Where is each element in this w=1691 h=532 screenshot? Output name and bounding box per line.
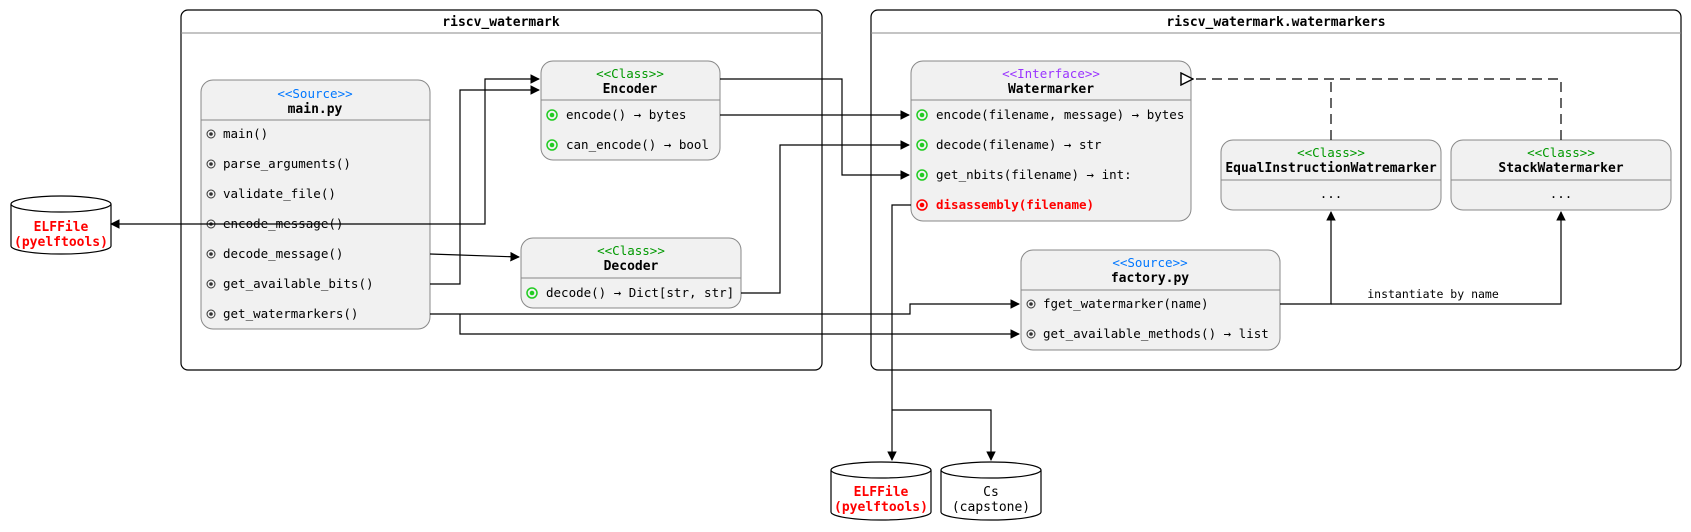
- method-label: validate_file(): [223, 186, 336, 201]
- stereotype-label: <<Class>>: [1297, 145, 1365, 160]
- edge-label-instantiate: instantiate by name: [1367, 287, 1499, 301]
- public-method-icon: [546, 109, 558, 121]
- class-name: Encoder: [603, 82, 658, 97]
- edge-stack-realization: [1193, 79, 1562, 140]
- method-label: encode(filename, message) → bytes: [936, 107, 1184, 122]
- edge-disassembly-to-capstone: [892, 409, 996, 461]
- database-name: ELFFile: [854, 485, 909, 500]
- method-label: decode(filename) → str: [936, 137, 1102, 152]
- class-body: ...: [1550, 186, 1573, 201]
- method-icon: [206, 249, 216, 259]
- method-label: get_watermarkers(): [223, 306, 358, 321]
- database-library: (pyelftools): [14, 235, 108, 250]
- edge-get-watermarkers-to-factory: [430, 299, 1020, 315]
- method-encode: encode() → bytes: [546, 107, 686, 122]
- class-body: ...: [1320, 186, 1343, 201]
- elffile-database-left: ELFFile (pyelftools): [10, 195, 112, 255]
- class-name: EqualInstructionWatremarker: [1225, 161, 1436, 176]
- class-name: factory.py: [1111, 271, 1189, 286]
- method-label: disassembly(filename): [936, 197, 1094, 212]
- method-icon: [206, 189, 216, 199]
- method-label: decode_message(): [223, 246, 343, 261]
- equal-instruction-watermarker-box[interactable]: <<Class>> EqualInstructionWatremarker ..…: [1220, 139, 1442, 211]
- stereotype-label: <<Source>>: [1112, 255, 1187, 270]
- class-name: Decoder: [604, 259, 659, 274]
- method-decode-filename: decode(filename) → str: [916, 137, 1102, 152]
- method-label: parse_arguments(): [223, 156, 351, 171]
- edge-factory-to-stack: [1331, 211, 1566, 305]
- edge-get-available-bits-to-encoder: [430, 85, 540, 285]
- database-name: ELFFile: [34, 220, 89, 235]
- watermarker-interface-box[interactable]: <<Interface>> Watermarker encode(filenam…: [910, 60, 1192, 222]
- method-label: can_encode() → bool: [566, 137, 709, 152]
- package-title: riscv_watermark: [442, 15, 560, 30]
- edge-encode-message-to-encoder: [430, 74, 540, 225]
- database-library: (pyelftools): [834, 500, 928, 515]
- method-label: encode() → bytes: [566, 107, 686, 122]
- stereotype-label: <<Class>>: [596, 66, 664, 81]
- method-icon: [206, 129, 216, 139]
- method-validate-file: validate_file(): [206, 186, 336, 201]
- method-icon: [1026, 329, 1036, 339]
- method-icon: [1026, 299, 1036, 309]
- class-name: main.py: [288, 102, 343, 117]
- public-method-icon: [916, 109, 928, 121]
- decoder-box[interactable]: <<Class>> Decoder decode() → Dict[str, s…: [520, 237, 742, 309]
- edge-decode-message-to-decoder: [429, 251, 520, 262]
- method-label: fget_watermarker(name): [1043, 296, 1209, 311]
- method-main: main(): [206, 126, 268, 141]
- edge-disassembly-to-elffile: [887, 204, 911, 461]
- method-label: get_available_bits(): [223, 276, 374, 291]
- method-parse-arguments: parse_arguments(): [206, 156, 351, 171]
- method-icon: [206, 309, 216, 319]
- method-label: main(): [223, 126, 268, 141]
- edges: instantiate by name: [110, 74, 1566, 461]
- database-library: (capstone): [952, 500, 1030, 515]
- elffile-database-bottom: ELFFile (pyelftools): [830, 461, 932, 521]
- method-label: get_available_methods() → list: [1043, 326, 1269, 341]
- method-get-nbits: get_nbits(filename) → int:: [916, 167, 1132, 182]
- method-decode-message: decode_message(): [206, 246, 343, 261]
- method-get-available-bits: get_available_bits(): [206, 276, 374, 291]
- stereotype-label: <<Class>>: [1527, 145, 1595, 160]
- method-icon: [206, 279, 216, 289]
- public-method-icon: [916, 169, 928, 181]
- method-decode: decode() → Dict[str, str]: [526, 285, 734, 300]
- method-can-encode: can_encode() → bool: [546, 137, 709, 152]
- public-method-icon: [916, 139, 928, 151]
- main-py-box[interactable]: <<Source>> main.py main() parse_argument…: [200, 79, 431, 330]
- edge-decoder-to-watermarker-decode: [741, 140, 910, 294]
- class-name: StackWatermarker: [1498, 161, 1623, 176]
- capstone-database: Cs (capstone): [940, 461, 1042, 521]
- method-label: decode() → Dict[str, str]: [546, 285, 734, 300]
- method-get-available-methods: get_available_methods() → list: [1026, 326, 1269, 341]
- edge-get-watermarkers-to-available-methods: [459, 314, 1020, 339]
- method-get-watermarkers: get_watermarkers(): [206, 306, 358, 321]
- database-name: Cs: [983, 485, 999, 500]
- method-label: get_nbits(filename) → int:: [936, 167, 1132, 182]
- stereotype-label: <<Source>>: [277, 86, 352, 101]
- method-encode-filename-message: encode(filename, message) → bytes: [916, 107, 1184, 122]
- abstract-method-icon: [916, 199, 928, 211]
- stereotype-label: <<Class>>: [597, 243, 665, 258]
- method-icon: [206, 159, 216, 169]
- stereotype-label: <<Interface>>: [1002, 66, 1100, 81]
- edge-encoder-to-watermarker-get-nbits: [720, 78, 910, 180]
- method-fget-watermarker: fget_watermarker(name): [1026, 296, 1209, 311]
- method-disassembly: disassembly(filename): [916, 197, 1094, 212]
- factory-py-box[interactable]: <<Source>> factory.py fget_watermarker(n…: [1020, 249, 1281, 351]
- encoder-box[interactable]: <<Class>> Encoder encode() → bytes can_e…: [540, 60, 721, 161]
- public-method-icon: [526, 287, 538, 299]
- public-method-icon: [546, 139, 558, 151]
- package-title: riscv_watermark.watermarkers: [1166, 15, 1385, 30]
- stack-watermarker-box[interactable]: <<Class>> StackWatermarker ...: [1450, 139, 1672, 211]
- class-name: Watermarker: [1008, 82, 1094, 97]
